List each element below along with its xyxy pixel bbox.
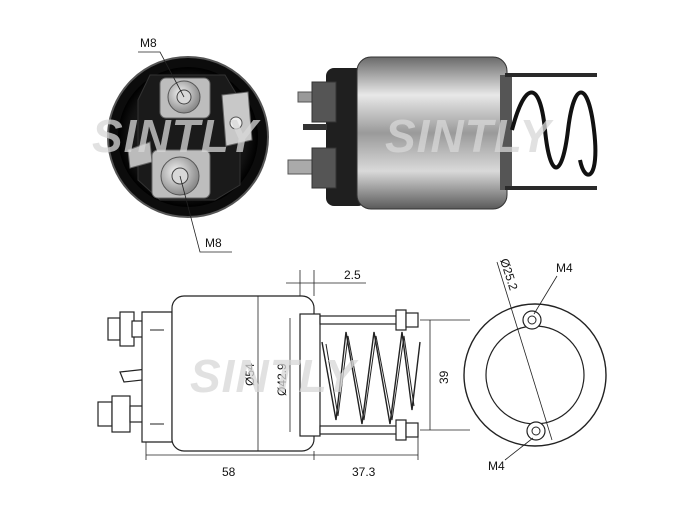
photo-end-face: M8 M8 [107, 36, 269, 253]
drawing-side-view: 2.5 Ø54 Ø42.9 39 58 37.3 [97, 268, 470, 479]
dim-body-diameter: Ø54 [243, 363, 257, 386]
watermark-photo-left: SINTLY [92, 110, 261, 162]
drawing-front-view: Ø25.2 M4 M4 [463, 257, 607, 473]
dim-spring-height: 39 [437, 370, 451, 384]
watermark-photo-right: SINTLY [385, 110, 554, 162]
lower-terminal-photo [151, 149, 211, 199]
leader-m8-upper [138, 51, 185, 98]
photo-side-view [287, 56, 598, 210]
label-m4-top: M4 [556, 261, 573, 275]
bolt-hole-bottom [526, 421, 546, 441]
label-m8-upper: M8 [140, 36, 157, 50]
bolt-hole-top [522, 310, 542, 330]
leader-m8-lower [179, 175, 232, 253]
dim-gap: 2.5 [344, 268, 361, 282]
watermark-drawing: SINTLY [190, 350, 359, 402]
dim-inner-diameter: Ø42.9 [275, 363, 289, 396]
dim-spring-length: 37.3 [352, 465, 376, 479]
label-m4-bottom: M4 [488, 459, 505, 473]
dim-body-length: 58 [222, 465, 236, 479]
label-m8-lower: M8 [205, 236, 222, 250]
side-tab-photo [221, 91, 253, 147]
watermark-group: SINTLY SINTLY SINTLY [92, 110, 554, 402]
spring-drawing [321, 331, 421, 425]
terminal-studs-drawing [97, 311, 161, 433]
